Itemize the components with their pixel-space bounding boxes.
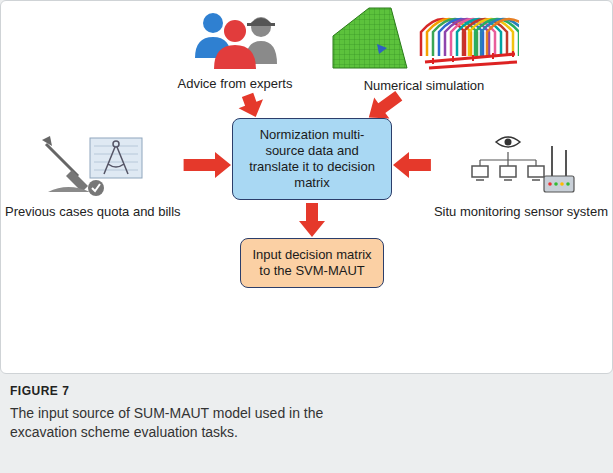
simulation-icon: [329, 4, 519, 72]
source-label: Advice from experts: [178, 76, 293, 92]
block-arrow: [369, 91, 403, 119]
sensor-icon: [466, 132, 576, 198]
figure-number: FIGURE 7: [10, 384, 69, 398]
input-source: Previous cases quota and bills: [5, 132, 181, 220]
source-label: Previous cases quota and bills: [5, 204, 181, 220]
box-text: Normization multi-source data and transl…: [249, 127, 375, 190]
input-source: Numerical simulation: [329, 4, 519, 94]
block-arrow: [184, 152, 231, 178]
source-label: Situ monitoring sensor system: [434, 204, 608, 220]
source-label: Numerical simulation: [329, 78, 519, 94]
process-box: Input decision matrix to the SVM-MAUT: [240, 238, 384, 288]
process-box: Normization multi-source data and transl…: [232, 118, 392, 200]
block-arrow: [393, 152, 431, 178]
experts-icon: [185, 8, 285, 70]
box-text: Input decision matrix to the SVM-MAUT: [252, 247, 371, 278]
cases-icon: [38, 132, 148, 198]
block-arrow: [299, 203, 325, 237]
block-arrow: [239, 93, 263, 117]
input-source: Situ monitoring sensor system: [434, 132, 608, 220]
figure-caption: The input source of SUM-MAUT model used …: [10, 404, 350, 442]
input-source: Advice from experts: [178, 8, 293, 92]
